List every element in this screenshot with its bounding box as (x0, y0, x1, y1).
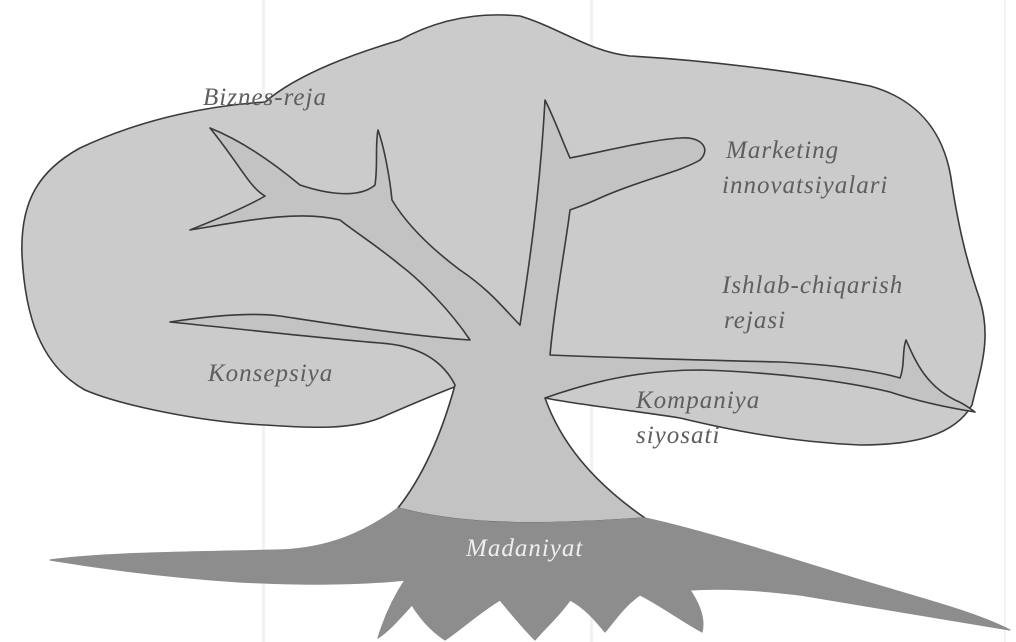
tree-roots (50, 508, 1010, 640)
label-ishlab-line2: rejasi (724, 307, 786, 334)
label-kompaniya-line1: Kompaniya (635, 387, 760, 414)
label-marketing-line1: Marketing (725, 137, 839, 164)
label-konsepsiya: Konsepsiya (207, 360, 333, 387)
label-biznes-reja: Biznes-reja (203, 84, 327, 111)
label-madaniyat: Madaniyat (465, 535, 583, 562)
label-kompaniya-line2: siyosati (636, 422, 720, 449)
label-ishlab-line1: Ishlab-chiqarish (721, 272, 903, 299)
label-marketing-line2: innovatsiyalari (722, 172, 888, 199)
